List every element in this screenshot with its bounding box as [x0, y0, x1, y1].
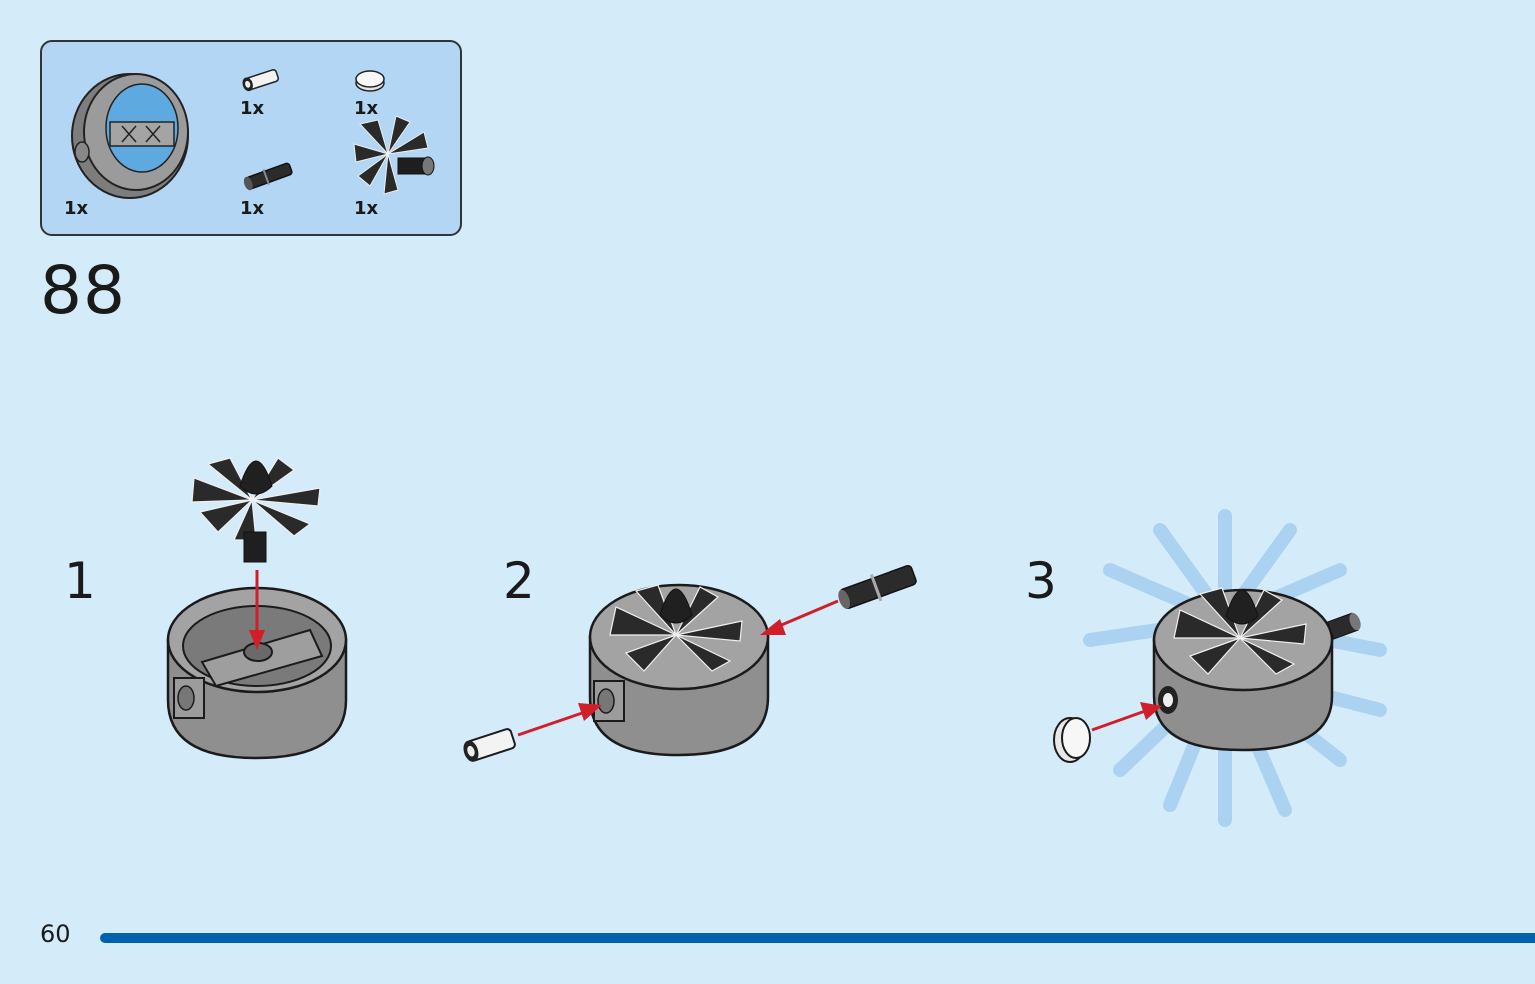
substep-1-illustration — [166, 457, 348, 760]
connector-pin-quantity: 1x — [240, 98, 265, 119]
substep-3-label: 3 — [1025, 552, 1057, 610]
axle-pin-part — [243, 162, 293, 191]
page-footer-bar — [100, 933, 1535, 943]
substep-2-illustration — [463, 564, 917, 762]
step-number: 88 — [40, 252, 126, 329]
substep-3-illustration — [1053, 509, 1387, 827]
connector-pin-part — [242, 69, 279, 92]
substep-1-label: 1 — [64, 552, 96, 610]
wheel-hub-quantity: 1x — [64, 198, 89, 219]
parts-list-box: 1x 1x 1x 1x 1x — [40, 40, 462, 236]
axle-pin-quantity: 1x — [240, 198, 265, 219]
substep-2-label: 2 — [503, 552, 535, 610]
round-tile-quantity: 1x — [354, 98, 379, 119]
wheel-hub-part — [71, 73, 189, 199]
page-number: 60 — [40, 920, 71, 948]
turbine-fan-part — [353, 115, 435, 195]
round-tile-part — [355, 70, 385, 92]
turbine-fan-quantity: 1x — [354, 198, 379, 219]
